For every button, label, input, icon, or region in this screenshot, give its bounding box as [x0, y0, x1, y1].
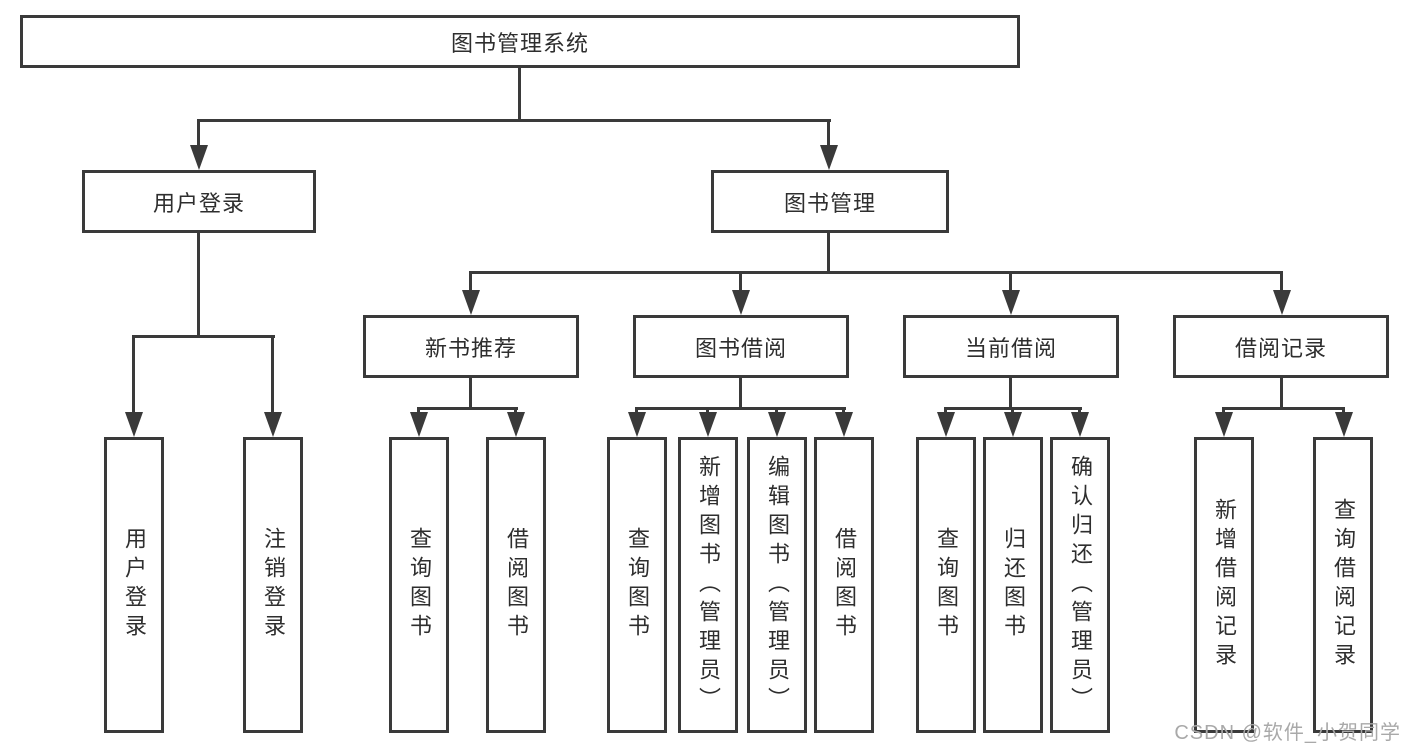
node-current-borrow: 当前借阅: [903, 315, 1119, 378]
connector-line: [197, 119, 200, 151]
arrow-down-icon: [1071, 412, 1089, 437]
node-label: 用户登录: [152, 190, 245, 216]
connector-line: [132, 335, 275, 338]
node-label: 借阅图书: [504, 527, 529, 643]
node-label: 新增图书（管理员）: [696, 454, 721, 716]
arrow-down-icon: [462, 290, 480, 315]
node-label: 当前借阅: [964, 335, 1057, 361]
node-label: 查询图书: [625, 527, 650, 643]
leaf-add-borrow-record: 新增借阅记录: [1194, 437, 1254, 733]
node-new-book-recommend: 新书推荐: [363, 315, 579, 378]
leaf-query-borrow-record: 查询借阅记录: [1313, 437, 1373, 733]
leaf-user-login: 用户登录: [104, 437, 164, 733]
connector-line: [635, 407, 846, 410]
node-label: 新书推荐: [424, 335, 517, 361]
connector-line: [132, 335, 135, 417]
node-label: 查询借阅记录: [1331, 498, 1356, 672]
watermark: CSDN @软件_小贺同学: [1174, 722, 1401, 744]
arrow-down-icon: [507, 412, 525, 437]
arrow-down-icon: [628, 412, 646, 437]
connector-line: [469, 271, 1283, 274]
node-library-system: 图书管理系统: [20, 15, 1020, 68]
node-label: 新增借阅记录: [1212, 498, 1237, 672]
connector-line: [271, 335, 274, 417]
node-book-borrow: 图书借阅: [633, 315, 849, 378]
node-borrow-records: 借阅记录: [1173, 315, 1389, 378]
arrow-down-icon: [264, 412, 282, 437]
leaf-borrow-books: 借阅图书: [814, 437, 874, 733]
arrow-down-icon: [768, 412, 786, 437]
connector-line: [827, 119, 830, 151]
connector-line: [1222, 407, 1345, 410]
node-user-login: 用户登录: [82, 170, 316, 233]
connector-line: [197, 119, 831, 122]
connector-line: [739, 271, 742, 296]
node-label: 查询图书: [934, 527, 959, 643]
arrow-down-icon: [190, 145, 208, 170]
connector-line: [827, 233, 830, 274]
node-label: 注销登录: [261, 527, 286, 643]
connector-line: [469, 271, 472, 296]
connector-line: [197, 233, 200, 338]
connector-line: [518, 68, 521, 122]
node-label: 归还图书: [1001, 527, 1026, 643]
leaf-add-books-admin: 新增图书（管理员）: [678, 437, 738, 733]
connector-line: [417, 407, 518, 410]
arrow-down-icon: [1273, 290, 1291, 315]
arrow-down-icon: [125, 412, 143, 437]
connector-line: [739, 378, 742, 410]
node-book-management: 图书管理: [711, 170, 949, 233]
node-label: 确认归还（管理员）: [1068, 454, 1093, 716]
node-label: 图书借阅: [694, 335, 787, 361]
node-label: 借阅图书: [832, 527, 857, 643]
arrow-down-icon: [410, 412, 428, 437]
connector-line: [1280, 378, 1283, 410]
arrow-down-icon: [835, 412, 853, 437]
arrow-down-icon: [699, 412, 717, 437]
arrow-down-icon: [1335, 412, 1353, 437]
leaf-confirm-return-admin: 确认归还（管理员）: [1050, 437, 1110, 733]
node-label: 图书管理: [783, 190, 876, 216]
node-label: 编辑图书（管理员）: [765, 454, 790, 716]
leaf-logout: 注销登录: [243, 437, 303, 733]
arrow-down-icon: [937, 412, 955, 437]
leaf-borrow-books-recommend: 借阅图书: [486, 437, 546, 733]
leaf-edit-books-admin: 编辑图书（管理员）: [747, 437, 807, 733]
connector-line: [1009, 378, 1012, 410]
arrow-down-icon: [820, 145, 838, 170]
leaf-query-books-borrow: 查询图书: [607, 437, 667, 733]
node-label: 借阅记录: [1234, 335, 1327, 361]
leaf-query-books-recommend: 查询图书: [389, 437, 449, 733]
arrow-down-icon: [1002, 290, 1020, 315]
node-label: 图书管理系统: [450, 30, 589, 56]
connector-line: [1009, 271, 1012, 296]
arrow-down-icon: [732, 290, 750, 315]
arrow-down-icon: [1004, 412, 1022, 437]
leaf-query-books-current: 查询图书: [916, 437, 976, 733]
node-label: 查询图书: [407, 527, 432, 643]
connector-line: [469, 378, 472, 410]
arrow-down-icon: [1215, 412, 1233, 437]
node-label: 用户登录: [122, 527, 147, 643]
leaf-return-books: 归还图书: [983, 437, 1043, 733]
connector-line: [1280, 271, 1283, 296]
